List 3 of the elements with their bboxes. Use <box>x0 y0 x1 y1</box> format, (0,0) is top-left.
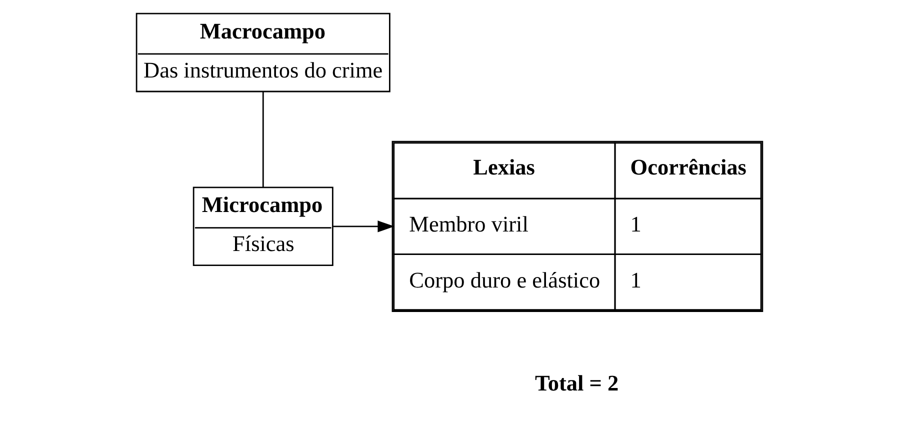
label: Total = 2 <box>535 370 619 396</box>
connector <box>262 92 264 188</box>
arrow <box>333 220 394 232</box>
